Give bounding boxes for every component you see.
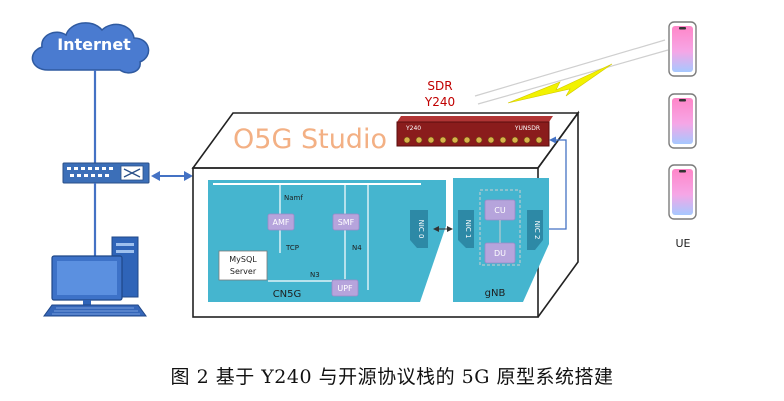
n4-interface-label: N4 [352,244,362,252]
ue-phone-icon [668,93,697,149]
sdr-label-line2: Y240 [424,95,455,109]
ue-label: UE [675,237,690,250]
smf-node: SMF [338,218,355,227]
cn5g-panel: AMF SMF UPF MySQL Server Namf TCP N4 N3 … [208,180,446,302]
switch-studio-arrow [151,171,193,181]
upf-node: UPF [337,284,353,293]
network-switch-icon [62,162,150,184]
du-node: DU [494,249,506,258]
computer-icon [43,236,147,317]
amf-node: AMF [273,218,290,227]
internet-label: Internet [57,35,131,54]
wireless-link-icon [474,39,669,105]
cn5g-label: CN5G [273,289,302,300]
sdr-label-line1: SDR [427,79,452,93]
namf-interface-label: Namf [284,194,303,202]
mysql-label-line2: Server [230,267,257,276]
nic2-sdr-link [549,136,567,230]
nic-link-arrow [433,226,453,232]
gnb-label: gNB [485,288,506,299]
studio-title: O5G Studio [233,124,387,155]
ue-phone-icon [668,164,697,220]
figure-caption: 图 2 基于 Y240 与开源协议栈的 5G 原型系统搭建 [170,366,614,388]
nic2-label: NIC 2 [533,221,541,240]
sdr-device-text-left: Y240 [405,125,421,132]
internet-cloud: Internet [31,22,150,74]
sdr-device-icon: Y240 YUNSDR [396,116,553,147]
tcp-interface-label: TCP [285,244,299,252]
gnb-panel: NIC 1 CU DU NIC 2 gNB [453,178,549,302]
nic0-label: NIC 0 [417,220,425,239]
mysql-label-line1: MySQL [229,255,257,264]
cu-node: CU [494,206,506,215]
nic1-label: NIC 1 [464,220,472,239]
sdr-device-text-right: YUNSDR [514,125,540,132]
n3-interface-label: N3 [310,271,320,279]
ue-phone-icon [668,21,697,77]
